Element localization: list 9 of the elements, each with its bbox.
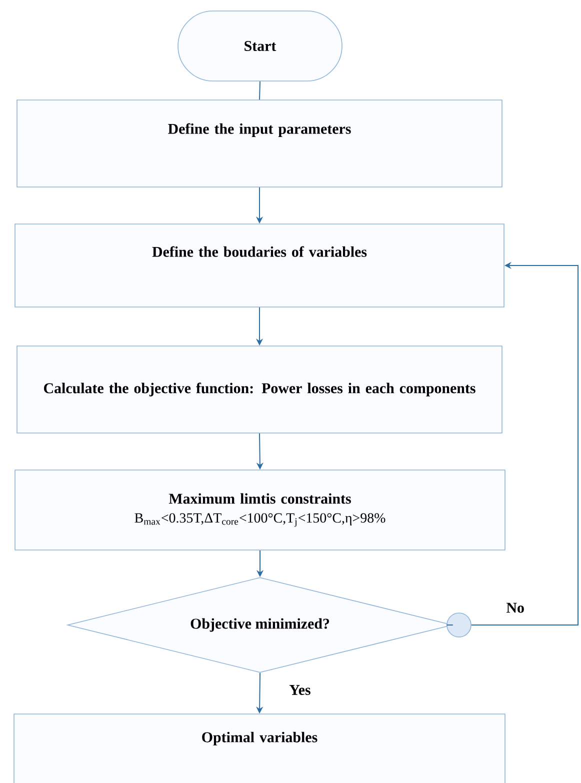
connector-circle <box>446 612 472 638</box>
start-terminal: Start <box>178 10 342 82</box>
process-box: Optimal variables <box>14 714 506 783</box>
edge-label: Yes <box>288 684 312 696</box>
process-box: Define the input parameters <box>16 100 502 188</box>
process-box: Calculate the objective function: Power losses in each components <box>16 346 502 434</box>
process-box: Define the boudaries of variables <box>14 224 504 308</box>
process-box: Maximum limtis constraints B$_{max}$<0.35T,ΔT$_{core}$<100°C,T$_{j}$<150°C,η>98% <box>14 470 506 550</box>
edge-label: No <box>505 602 526 614</box>
